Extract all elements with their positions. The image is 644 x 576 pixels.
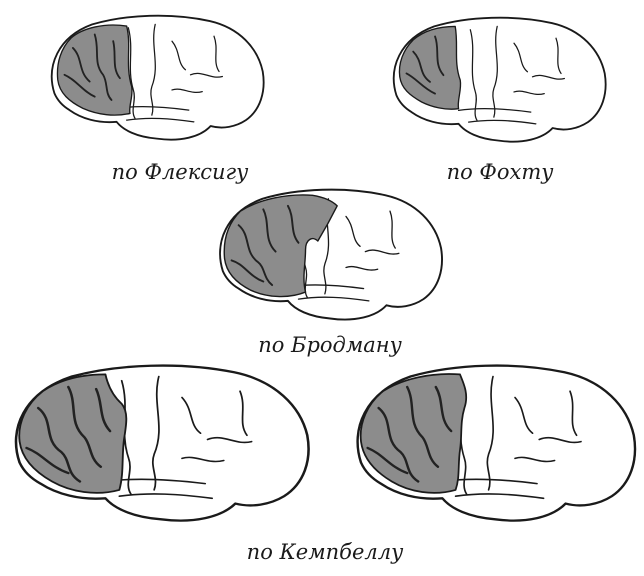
- caption-vogt: по Фохту: [405, 160, 595, 184]
- brain-brodmann: [220, 190, 442, 320]
- caption-campbell: по Кемпбеллу: [200, 540, 450, 564]
- caption-flechsig: по Флексигу: [70, 160, 290, 184]
- brain-vogt: [394, 18, 606, 142]
- brain-campbell-left: [16, 366, 309, 521]
- brain-flechsig: [52, 16, 264, 140]
- brain-campbell-right: [358, 366, 635, 521]
- caption-brodmann: по Бродману: [220, 333, 440, 357]
